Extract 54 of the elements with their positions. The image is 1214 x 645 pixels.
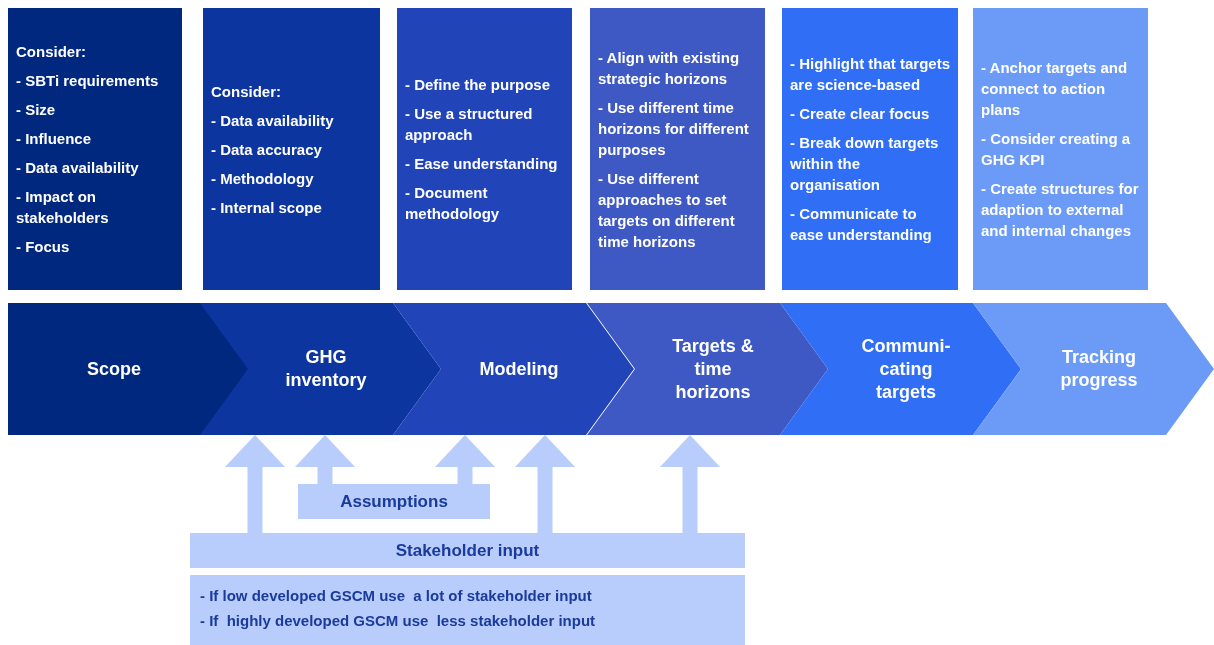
- bullet-text: - Highlight that targets are science-based: [790, 54, 950, 95]
- step-label: Targets & time horizons: [671, 334, 755, 404]
- bar-label: Assumptions: [340, 491, 448, 512]
- bullet-text: - Methodology: [211, 168, 315, 189]
- bullet-text: - Anchor targets and connect to action plans: [981, 58, 1129, 120]
- note-text: - If highly developed GSCM use less stakeholder input: [200, 612, 597, 629]
- process-step: [973, 303, 1214, 435]
- note-text: - If low developed GSCM use a lot of stakeholder input: [200, 587, 593, 604]
- bullet-text: - Impact on stakeholders: [16, 187, 110, 228]
- input-bar: [190, 533, 745, 568]
- bullet-text: - Size: [16, 100, 57, 120]
- detail-box: [203, 8, 380, 290]
- bullet-text: - Influence: [16, 129, 92, 149]
- bullet-text: - Align with existing strategic horizons: [598, 47, 741, 89]
- bullet-text: - Create structures for adaption to external and internal changes: [981, 179, 1140, 241]
- bullet-text: - Ease understanding: [405, 154, 559, 174]
- bullet-text: - Internal scope: [211, 197, 323, 218]
- arrow: [225, 435, 285, 533]
- arrow: [435, 435, 495, 484]
- detail-box: [590, 8, 765, 290]
- process-step: [587, 303, 828, 435]
- step-label: Communi-cating targets: [860, 334, 952, 404]
- bullet-text: - SBTi requirements: [16, 71, 160, 91]
- step-label: Modeling: [478, 357, 560, 381]
- bar-label: Stakeholder input: [395, 540, 540, 561]
- process-step: [200, 303, 441, 435]
- bullet-text: - Data accuracy: [211, 139, 323, 160]
- bullet-text: - Use different approaches to set targets on different time horizons: [598, 168, 736, 252]
- bullet-text: - Data availability: [16, 158, 140, 178]
- detail-box: [782, 8, 958, 290]
- process-step: [780, 303, 1021, 435]
- input-bar: [298, 484, 490, 519]
- bullet-text: - Data availability: [211, 110, 335, 131]
- process-step: [393, 303, 634, 435]
- bullet-text: - Consider creating a GHG KPI: [981, 129, 1132, 170]
- detail-box: [973, 8, 1148, 290]
- bullet-text: - Communicate to ease understanding: [790, 204, 933, 245]
- bullet-text: - Document methodology: [405, 183, 501, 224]
- bullet-text: - Focus: [16, 237, 71, 257]
- arrow: [515, 435, 575, 533]
- step-label: Tracking progress: [1059, 346, 1139, 392]
- note-box: [190, 575, 745, 645]
- bullet-text: Consider:: [16, 42, 87, 62]
- arrow: [660, 435, 720, 533]
- step-label: GHG inventory: [284, 346, 368, 392]
- bullet-text: - Define the purpose: [405, 75, 551, 95]
- bullet-text: - Create clear focus: [790, 104, 931, 124]
- detail-box: [8, 8, 182, 290]
- bullet-text: - Use a structured approach: [405, 104, 534, 145]
- arrow: [295, 435, 355, 484]
- bullet-text: - Use different time horizons for different purposes: [598, 97, 750, 160]
- bullet-text: Consider:: [211, 81, 282, 102]
- bullet-text: - Break down targets within the organisation: [790, 133, 940, 195]
- detail-box: [397, 8, 572, 290]
